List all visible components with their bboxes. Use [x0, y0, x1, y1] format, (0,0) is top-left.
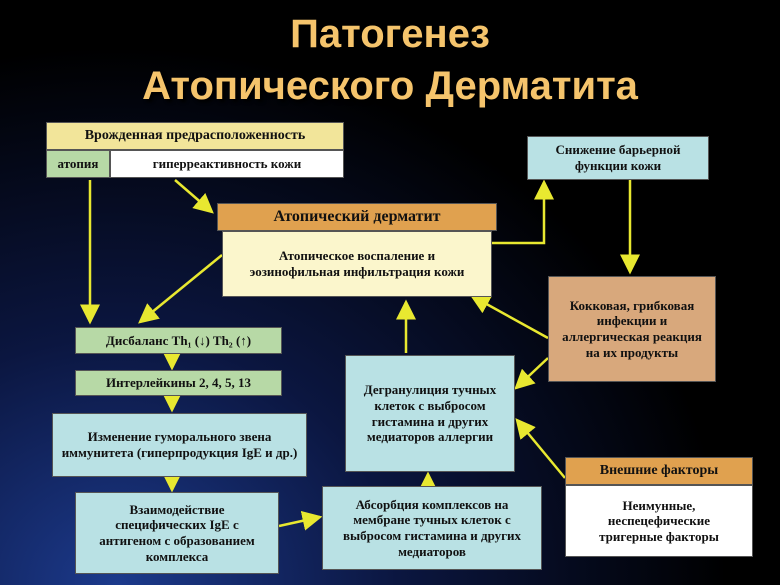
external-factors-title: Внешние факторы	[565, 457, 753, 485]
external-factors-body: Неимунные, неспецефические тригерные фак…	[565, 485, 753, 557]
interleukins-box: Интерлейкины 2, 4, 5, 13	[75, 370, 282, 396]
barrier-function-box: Снижение барьерной функции кожи	[527, 136, 709, 180]
atopy-box: атопия	[46, 150, 110, 178]
atopic-dermatitis-box: Атопический дерматит	[217, 203, 497, 231]
arrow-inflammation-to-imbalance	[138, 254, 223, 324]
humoral-immunity-box: Изменение гуморального звена иммунитета …	[52, 413, 307, 477]
arrow-inflammation-to-barrier	[492, 179, 554, 245]
infection-box: Кокковая, грибковая инфекции и аллергиче…	[548, 276, 716, 382]
arrow-infection-to-degranulation	[514, 357, 549, 390]
hyperreactivity-box: гиперреактивность кожи	[110, 150, 344, 178]
inflammation-box: Атопическое воспаление и эозинофильная и…	[222, 231, 492, 297]
innate-predisposition-box: Врожденная предрасположенность	[46, 122, 344, 150]
arrow-infection-to-inflammation	[469, 294, 549, 340]
ige-interaction-box: Взаимодействие специфических IgE с антиг…	[75, 492, 279, 574]
arrow-innate-to-dermatitis	[174, 179, 214, 214]
arrow-interaction-to-absorption	[278, 510, 323, 531]
degranulation-box: Дегранулиция тучных клеток с выбросом ги…	[345, 355, 515, 472]
page-title-line2: Атопического Дерматита	[142, 64, 638, 108]
page-title-line1: Патогенез	[290, 12, 490, 56]
mast-cell-absorption-box: Абсорбция комплексов на мембране тучных …	[322, 486, 542, 570]
arrow-external-to-degranulation	[515, 418, 566, 479]
th-imbalance-box: Дисбаланс Th₁ (↓) Th₂ (↑)	[75, 327, 282, 354]
